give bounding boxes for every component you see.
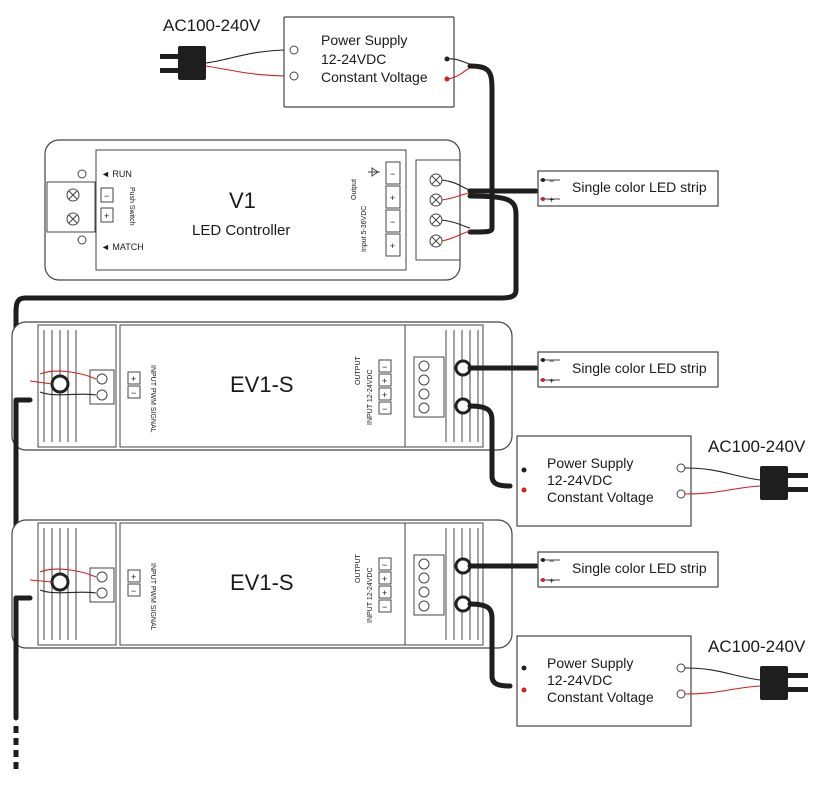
led-strip-1: − + Single color LED strip xyxy=(537,170,719,207)
ev1-1-output-label: OUTPUT xyxy=(355,356,362,386)
svg-text:+: + xyxy=(131,572,136,582)
side-psu-2-line1: Power Supply xyxy=(547,655,633,671)
svg-text:+: + xyxy=(549,195,554,205)
top-psu-line1: Power Supply xyxy=(321,32,407,48)
side-psu-1-line1: Power Supply xyxy=(547,455,633,471)
side-psu-1-line2: 12-24VDC xyxy=(547,472,612,488)
side-ac-plug-1 xyxy=(760,466,808,500)
svg-text:+: + xyxy=(549,576,554,586)
v1-model: V1 xyxy=(229,188,256,213)
svg-text:+: + xyxy=(382,574,387,584)
svg-text:−: − xyxy=(382,362,387,372)
v1-output-label: Output xyxy=(351,179,358,200)
v1-match-label: ◄ MATCH xyxy=(101,242,144,252)
v1-term-4: + xyxy=(390,241,395,251)
strip-1-label: Single color LED strip xyxy=(572,179,707,195)
ev1-repeater-1: + − INPUT PWM SIGNAL EV1-S OUTPUT INPUT 1… xyxy=(11,321,513,451)
svg-text:+: + xyxy=(382,390,387,400)
psu-to-v1-cable xyxy=(467,63,495,235)
side-ac-1-label: AC100-240V xyxy=(708,437,806,456)
v1-led-symbol xyxy=(368,167,380,177)
top-power-supply: Power Supply 12-24VDC Constant Voltage xyxy=(283,16,455,108)
ev1-1-model: EV1-S xyxy=(230,372,294,397)
ev1-2-power-label: INPUT 12-24VDC xyxy=(367,567,374,623)
top-psu-line2: 12-24VDC xyxy=(321,51,386,67)
ev1-1-power-label: INPUT 12-24VDC xyxy=(367,369,374,425)
side-power-supply-2: Power Supply 12-24VDC Constant Voltage xyxy=(516,635,692,727)
top-ac-plug xyxy=(160,46,291,80)
top-psu-line3: Constant Voltage xyxy=(321,69,428,85)
v1-name: LED Controller xyxy=(192,222,290,239)
led-strip-3: − + Single color LED strip xyxy=(537,551,719,588)
v1-input-label: Input 5-36VDC xyxy=(361,206,368,252)
v1-run-label: ◄ RUN xyxy=(101,169,132,179)
svg-text:+: + xyxy=(382,376,387,386)
v1-push-switch-label: Push Switch xyxy=(128,187,135,226)
v1-switch-minus: − xyxy=(104,191,109,201)
v1-term-1: − xyxy=(390,169,395,179)
svg-text:−: − xyxy=(382,560,387,570)
svg-text:−: − xyxy=(549,356,554,366)
top-ac-label: AC100-240V xyxy=(163,16,261,35)
svg-text:+: + xyxy=(549,376,554,386)
ev1-2-model: EV1-S xyxy=(230,570,294,595)
strip-3-label: Single color LED strip xyxy=(572,560,707,576)
side-psu-2-line2: 12-24VDC xyxy=(547,672,612,688)
svg-text:−: − xyxy=(382,404,387,414)
strip-2-label: Single color LED strip xyxy=(572,360,707,376)
side-power-supply-1: Power Supply 12-24VDC Constant Voltage xyxy=(516,435,692,527)
v1-controller: − + Push Switch ◄ RUN ◄ MATCH V1 LED Con… xyxy=(44,139,461,281)
svg-text:−: − xyxy=(131,586,136,596)
ev1-repeater-2: + − INPUT PWM SIGNAL EV1-S OUTPUT INPUT 1… xyxy=(11,519,513,649)
svg-text:−: − xyxy=(131,388,136,398)
svg-text:+: + xyxy=(382,588,387,598)
svg-text:−: − xyxy=(549,556,554,566)
v1-term-2: + xyxy=(390,193,395,203)
v1-term-3: − xyxy=(390,217,395,227)
svg-text:−: − xyxy=(549,176,554,186)
v1-switch-plus: + xyxy=(104,211,109,221)
led-strip-2: − + Single color LED strip xyxy=(537,351,719,388)
ev1-2-input-label: INPUT PWM SIGNAL xyxy=(149,563,156,631)
side-ac-plug-2 xyxy=(760,666,808,700)
svg-text:−: − xyxy=(382,602,387,612)
side-ac-2-label: AC100-240V xyxy=(708,637,806,656)
svg-text:+: + xyxy=(131,374,136,384)
ev1-1-input-label: INPUT PWM SIGNAL xyxy=(149,365,156,433)
ev1-2-output-label: OUTPUT xyxy=(355,554,362,584)
side-psu-1-line3: Constant Voltage xyxy=(547,489,654,505)
side-psu-2-line3: Constant Voltage xyxy=(547,689,654,705)
